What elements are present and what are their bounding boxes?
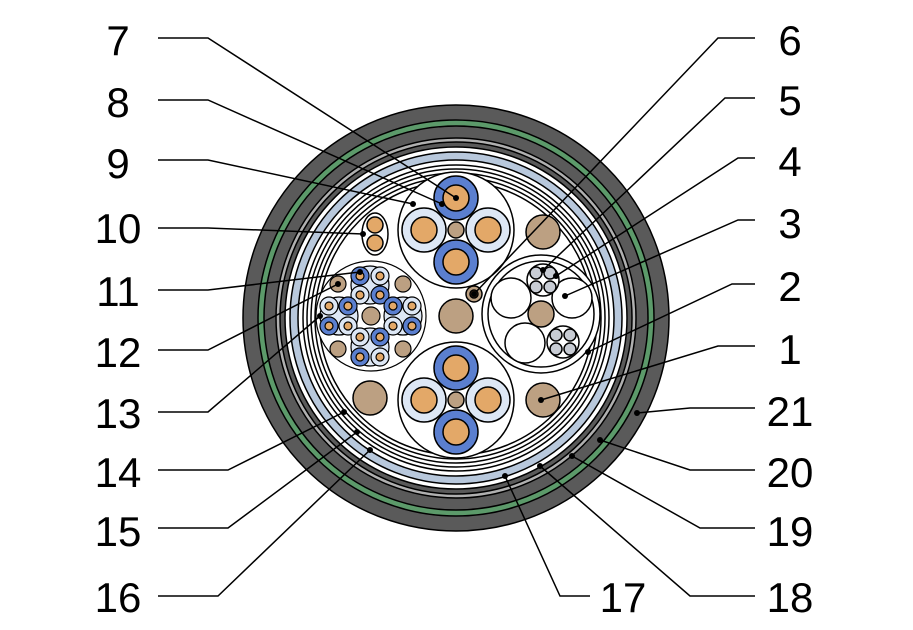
twin-conductor-2 [366,234,384,252]
bottom-quad-center-filler [447,391,465,409]
leader-2 [587,283,755,353]
leader-8 [158,99,443,205]
left-bundle-filler-2 [394,275,412,293]
left-bundle-pair-left [319,296,359,336]
right-unit-center-strength [527,300,555,328]
label-2: 2 [778,263,801,310]
leader-18 [539,465,755,597]
bottom-quad-conductor-4 [442,418,470,446]
filler-left-bottom [352,380,388,416]
label-20: 20 [767,449,814,496]
label-18: 18 [767,574,814,621]
label-9: 9 [106,140,129,187]
center-filler [438,298,474,334]
leader-21 [636,407,755,414]
leader-14 [158,411,345,471]
leader-3 [564,219,755,297]
bottom-quad-element [397,341,515,459]
label-7: 7 [106,17,129,64]
bottom-quad-conductor-3 [474,386,502,414]
leader-7 [158,37,457,199]
right-unit-tube-1 [490,277,532,319]
leader-12 [158,283,339,351]
number-labels: 7 8 9 10 11 12 13 14 15 16 6 5 4 3 2 1 2… [95,17,814,621]
label-6: 6 [778,17,801,64]
leader-5 [542,97,755,271]
label-15: 15 [95,508,142,555]
label-14: 14 [95,449,142,496]
leader-13 [158,315,321,413]
left-bundle-pair-top [350,265,390,305]
left-bundle-filler-4 [394,340,412,358]
right-fiber-unit [481,254,601,374]
label-5: 5 [778,77,801,124]
label-1: 1 [778,326,801,373]
label-16: 16 [95,574,142,621]
leader-4 [555,157,755,277]
leader-20 [599,439,755,471]
leader-15 [158,431,358,529]
top-quad-conductor-4 [442,248,470,276]
leader-1 [540,345,755,401]
left-bundle-pair-right [383,296,423,336]
label-3: 3 [778,200,801,247]
top-quad-center-filler [447,221,465,239]
top-quad-conductor-2 [410,216,438,244]
leader-11 [158,271,361,291]
right-unit-tube-3 [504,322,546,364]
label-13: 13 [95,390,142,437]
leader-9 [158,159,414,205]
top-quad-element [397,171,515,289]
leader-16 [158,449,371,597]
label-21: 21 [767,388,814,435]
top-quad-conductor-3 [474,216,502,244]
fillers [352,214,561,418]
left-bundle-filler-3 [329,340,347,358]
leader-19 [571,455,755,529]
leader-lines [158,37,755,597]
label-11: 11 [96,268,140,315]
bottom-quad-conductor-2 [410,386,438,414]
leader-6 [473,37,755,295]
label-12: 12 [95,329,142,376]
label-10: 10 [95,205,142,252]
label-17: 17 [600,574,647,621]
leader-17 [504,475,590,597]
fiber-tube-bottom [546,325,580,359]
label-8: 8 [106,79,129,126]
twin-conductor-1 [366,216,384,234]
left-bundle-pair-bottom [350,327,390,367]
label-4: 4 [778,138,801,185]
leader-10 [158,227,364,235]
left-bundle-center-filler [361,306,381,326]
filler-right-top [525,214,561,250]
leader-dots [317,195,640,479]
left-multipair-bundle [315,260,427,372]
twin-element [361,212,389,256]
bottom-quad-conductor-1 [442,354,470,382]
label-19: 19 [767,508,814,555]
